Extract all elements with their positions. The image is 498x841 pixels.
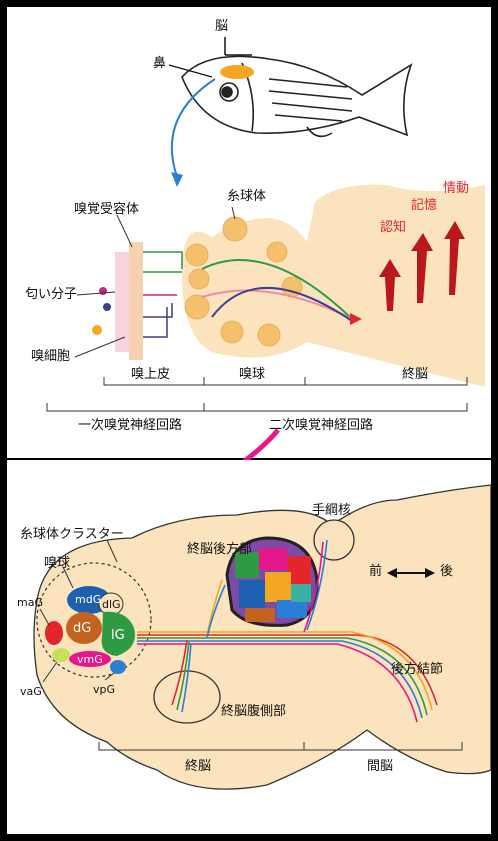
odor-pointer — [77, 292, 115, 295]
label-diencephalon: 間脳 — [367, 760, 393, 773]
label-telencephalon-bottom: 終脳 — [185, 760, 211, 773]
label-olfactory-bulb-top: 嗅球 — [239, 368, 265, 381]
label-olfactory-bulb-bottom: 嗅球 — [44, 557, 70, 570]
label-epithelium: 嗅上皮 — [131, 368, 170, 381]
label-ventral-tel: 終脳腹側部 — [221, 705, 286, 718]
label-vaG: vaG — [20, 686, 42, 697]
top-panel: 脳 鼻 糸球体 嗅覚受容体 匂い分子 嗅細胞 認知 記憶 情動 嗅上皮 嗅球 終… — [7, 7, 491, 458]
label-posterior-tuberculum: 後方結節 — [391, 663, 443, 676]
label-lG: lG — [111, 629, 125, 642]
label-maG: maG — [17, 597, 43, 608]
section-brackets — [47, 377, 467, 411]
bottom-diagram-svg — [7, 460, 491, 834]
label-mdG: mdG — [75, 594, 101, 605]
label-telencephalon-top: 終脳 — [402, 368, 428, 381]
bottom-panel: 糸球体クラスター 嗅球 手綱核 終脳後方部 前 後 後方結節 終脳腹側部 終脳 … — [7, 460, 491, 834]
label-odor-molecules: 匂い分子 — [25, 288, 77, 301]
fish-drawing — [182, 56, 411, 136]
label-cognition: 認知 — [380, 221, 406, 234]
label-olfactory-neurons: 嗅細胞 — [31, 350, 70, 363]
label-glomeruli: 糸球体 — [227, 190, 266, 203]
receptor-pointer — [117, 215, 132, 247]
label-habenula: 手綱核 — [312, 504, 351, 517]
fish-brain — [220, 65, 254, 79]
label-anterior: 前 — [369, 565, 382, 578]
label-dG: dG — [73, 622, 91, 635]
brain-shape-top — [182, 185, 485, 387]
label-dlG: dlG — [102, 599, 121, 610]
label-brain: 脳 — [215, 20, 228, 33]
top-diagram-svg — [7, 7, 491, 458]
odor-dot-1 — [99, 287, 107, 295]
blue-arrowhead — [171, 172, 183, 187]
receptor-cells — [115, 242, 143, 360]
habenula-shape — [314, 520, 354, 560]
label-glomerular-cluster: 糸球体クラスター — [20, 528, 124, 541]
label-posterior: 後 — [440, 565, 453, 578]
label-vpG: vpG — [93, 684, 115, 695]
label-memory: 記憶 — [411, 199, 437, 212]
odor-dot-3 — [92, 325, 102, 335]
label-vmG: vmG — [77, 654, 103, 665]
odor-dot-2 — [103, 303, 111, 311]
label-nose: 鼻 — [153, 57, 166, 70]
label-emotion: 情動 — [443, 182, 469, 195]
receptor-axons — [143, 252, 182, 337]
label-olfactory-receptor: 嗅覚受容体 — [74, 203, 139, 216]
label-dorsal-posterior: 終脳後方部 — [187, 543, 252, 556]
